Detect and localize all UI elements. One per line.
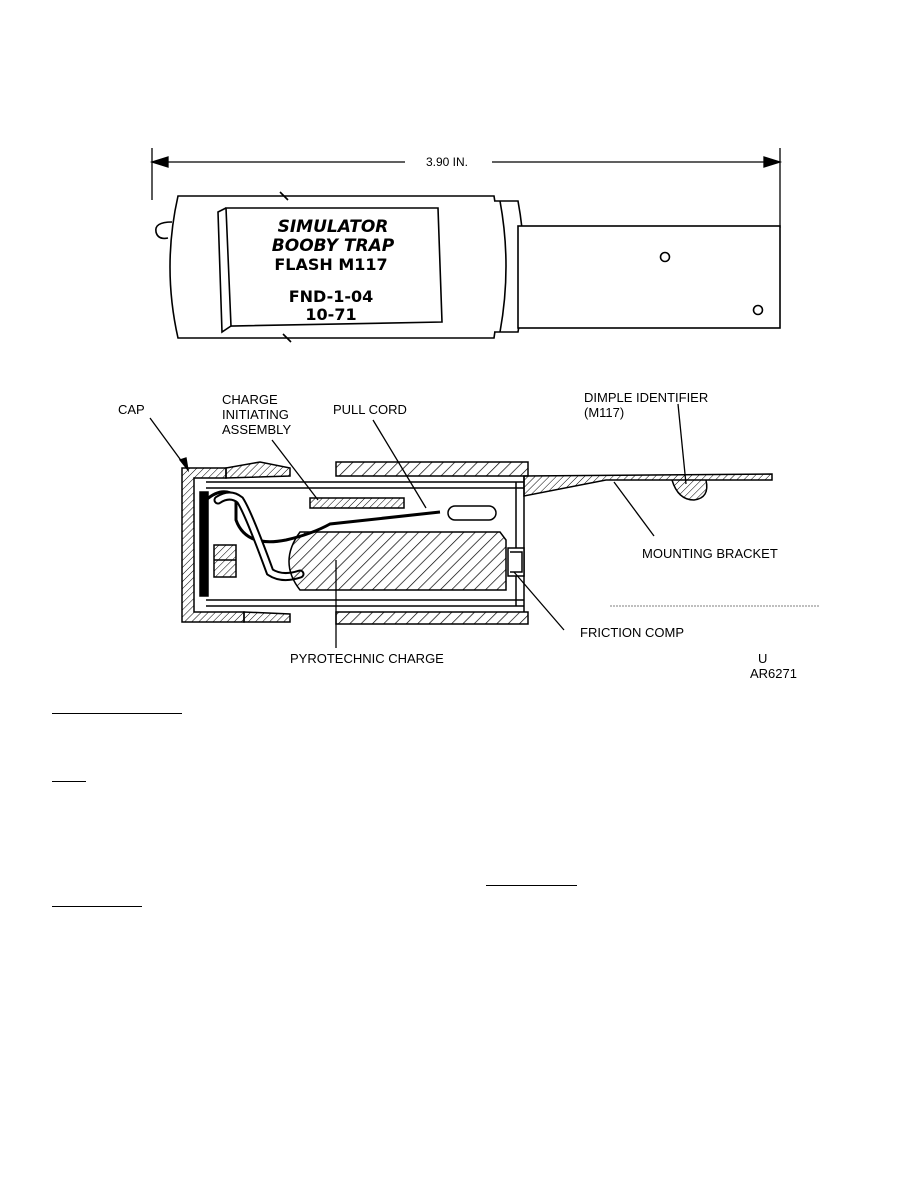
callout-charge-initiating-3: ASSEMBLY bbox=[222, 422, 291, 437]
callout-charge-initiating-1: CHARGE bbox=[222, 392, 278, 407]
callout-dimple-identifier-1: DIMPLE IDENTIFIER bbox=[584, 390, 708, 405]
device-label-line-1: SIMULATOR bbox=[278, 217, 389, 237]
cross-section-view bbox=[181, 461, 773, 625]
device-label-line-5: 10-71 bbox=[305, 305, 356, 324]
callout-charge-initiating-2: INITIATING bbox=[222, 407, 289, 422]
device-label: SIMULATOR BOOBY TRAP FLASH M117 FND-1-04… bbox=[272, 217, 395, 324]
device-label-line-2: BOOBY TRAP bbox=[272, 236, 395, 256]
device-label-line-3: FLASH M117 bbox=[274, 255, 387, 274]
device-label-line-4: FND-1-04 bbox=[289, 287, 374, 306]
callout-pyrotechnic-charge: PYROTECHNIC CHARGE bbox=[290, 651, 444, 666]
callout-mounting-bracket: MOUNTING BRACKET bbox=[642, 546, 778, 561]
callout-cap: CAP bbox=[118, 402, 145, 417]
external-view bbox=[155, 191, 781, 343]
figure-code-2: AR6271 bbox=[750, 666, 797, 681]
m117-simulator-diagram: 3.90 IN. SIMULATOR BOOBY TRAP FLASH M117… bbox=[118, 148, 820, 681]
callout-pull-cord: PULL CORD bbox=[333, 402, 407, 417]
leader-lines bbox=[149, 403, 820, 648]
callout-friction-comp: FRICTION COMP bbox=[580, 625, 684, 640]
heading-underline-4 bbox=[52, 906, 142, 907]
dimension-label: 3.90 IN. bbox=[426, 155, 468, 169]
dimension-line bbox=[149, 148, 783, 228]
heading-underline-1 bbox=[52, 713, 182, 714]
figure-code-1: U bbox=[758, 651, 767, 666]
callout-dimple-identifier-2: (M117) bbox=[584, 405, 624, 420]
heading-underline-2 bbox=[52, 781, 86, 782]
heading-underline-3 bbox=[486, 885, 577, 886]
